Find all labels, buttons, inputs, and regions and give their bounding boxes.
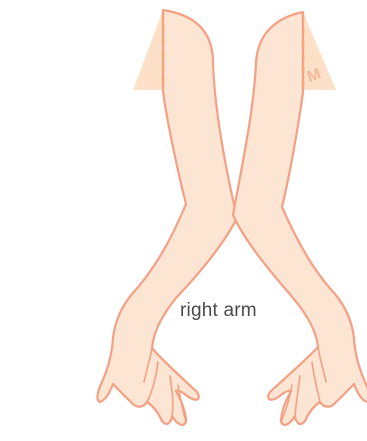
arm-label: right arm [180,300,300,322]
right-arm [233,12,367,425]
left-arm [97,10,237,425]
